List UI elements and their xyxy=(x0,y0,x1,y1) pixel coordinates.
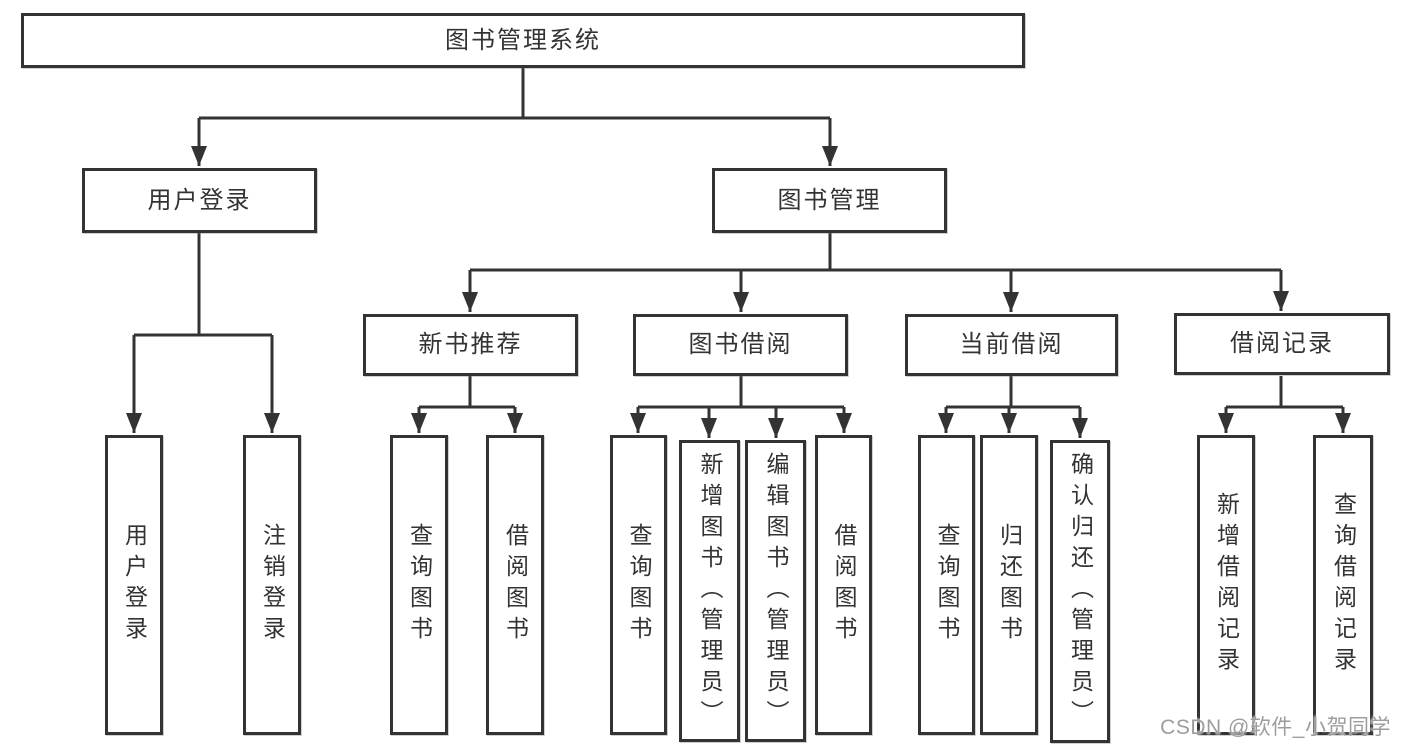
leaf-query-books-recommend: 查询图书 xyxy=(390,435,448,735)
leaf-borrow-books-recommend: 借阅图书 xyxy=(486,435,544,735)
leaf-borrow-books-recommend-label: 借阅图书 xyxy=(502,523,529,647)
node-user-login: 用户登录 xyxy=(82,168,317,233)
node-current-borrowing-label: 当前借阅 xyxy=(959,331,1064,358)
leaf-borrow-books-borrowing: 借阅图书 xyxy=(815,435,872,735)
node-borrow-records: 借阅记录 xyxy=(1174,313,1390,375)
leaf-query-books-current: 查询图书 xyxy=(918,435,975,735)
leaf-query-books-borrowing: 查询图书 xyxy=(610,435,667,735)
leaf-add-borrow-record-label: 新增借阅记录 xyxy=(1213,492,1240,678)
node-current-borrowing: 当前借阅 xyxy=(905,314,1118,376)
node-new-book-recommend: 新书推荐 xyxy=(363,314,578,376)
leaf-add-books-admin: 新增图书（管理员） xyxy=(679,440,740,742)
leaf-confirm-return-admin-label: 确认归还（管理员） xyxy=(1067,452,1094,731)
leaf-user-login: 用户登录 xyxy=(105,435,163,735)
leaf-edit-books-admin: 编辑图书（管理员） xyxy=(745,440,806,742)
leaf-add-books-admin-label: 新增图书（管理员） xyxy=(697,451,723,731)
leaf-edit-books-admin-label: 编辑图书（管理员） xyxy=(763,451,789,731)
leaf-return-books: 归还图书 xyxy=(980,435,1038,735)
leaf-logout: 注销登录 xyxy=(243,435,301,735)
node-book-management-label: 图书管理 xyxy=(777,186,882,214)
node-user-login-label: 用户登录 xyxy=(147,186,252,214)
node-system-root-label: 图书管理系统 xyxy=(445,26,601,54)
node-system-root: 图书管理系统 xyxy=(21,13,1025,68)
csdn-watermark: CSDN @软件_小贺同学 xyxy=(1160,716,1391,739)
leaf-user-login-label: 用户登录 xyxy=(121,523,148,647)
node-book-borrowing-label: 图书借阅 xyxy=(688,331,793,358)
node-book-borrowing: 图书借阅 xyxy=(633,314,848,376)
leaf-add-borrow-record: 新增借阅记录 xyxy=(1197,435,1255,735)
leaf-query-books-current-label: 查询图书 xyxy=(934,523,960,647)
leaf-query-books-recommend-label: 查询图书 xyxy=(406,523,433,647)
leaf-return-books-label: 归还图书 xyxy=(996,523,1023,647)
leaf-query-borrow-record: 查询借阅记录 xyxy=(1313,435,1373,735)
node-book-management: 图书管理 xyxy=(712,168,947,233)
leaf-logout-label: 注销登录 xyxy=(259,523,286,647)
leaf-confirm-return-admin: 确认归还（管理员） xyxy=(1050,440,1110,743)
leaf-query-borrow-record-label: 查询借阅记录 xyxy=(1330,492,1357,678)
leaf-borrow-books-borrowing-label: 借阅图书 xyxy=(831,523,857,647)
node-borrow-records-label: 借阅记录 xyxy=(1230,330,1334,357)
leaf-query-books-borrowing-label: 查询图书 xyxy=(626,523,652,647)
node-new-book-recommend-label: 新书推荐 xyxy=(418,331,523,358)
